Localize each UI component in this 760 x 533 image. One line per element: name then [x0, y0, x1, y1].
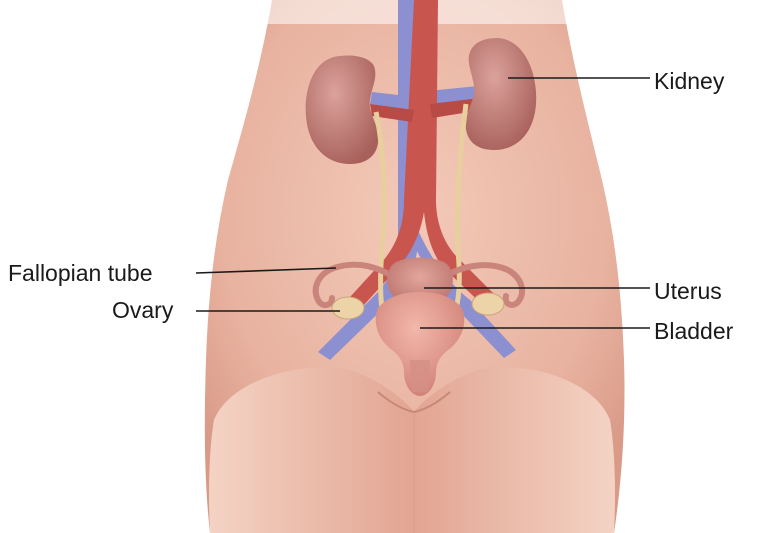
left-ovary	[332, 297, 364, 319]
urethra	[410, 360, 430, 392]
left-thigh	[209, 367, 414, 533]
uterus-label: Uterus	[654, 280, 722, 303]
fallopian-tube-label: Fallopian tube	[8, 262, 153, 285]
bladder-label: Bladder	[654, 320, 733, 343]
right-ovary	[472, 293, 504, 315]
ovary-label: Ovary	[112, 299, 173, 322]
right-thigh	[414, 367, 615, 533]
kidney-label: Kidney	[654, 70, 724, 93]
